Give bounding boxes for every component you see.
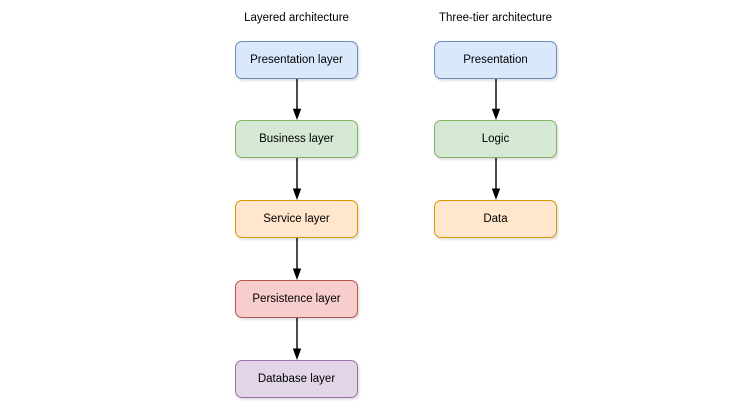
node-service-layer: Service layer: [235, 200, 358, 238]
diagram-layered-architecture: Layered architecture Presentation layer …: [235, 0, 358, 420]
down-arrow-connector: [292, 318, 301, 360]
node-presentation: Presentation: [434, 41, 557, 79]
down-arrow-connector: [491, 158, 500, 200]
down-arrow-connector: [491, 79, 500, 120]
node-logic: Logic: [434, 120, 557, 158]
node-persistence-layer: Persistence layer: [235, 280, 358, 318]
node-data: Data: [434, 200, 557, 238]
node-label: Data: [483, 213, 508, 225]
down-arrow-connector: [292, 238, 301, 280]
node-label: Logic: [481, 133, 510, 145]
node-label: Presentation layer: [250, 54, 343, 66]
node-label: Persistence layer: [252, 293, 341, 305]
node-business-layer: Business layer: [235, 120, 358, 158]
node-label: Service layer: [263, 213, 330, 225]
diagram-three-tier-architecture: Three-tier architecture Presentation Log…: [434, 0, 557, 420]
diagram-title: Layered architecture: [244, 12, 349, 24]
down-arrow-connector: [292, 79, 301, 120]
node-database-layer: Database layer: [235, 360, 358, 398]
diagram-title: Three-tier architecture: [438, 12, 553, 24]
node-label: Database layer: [257, 373, 336, 385]
node-label: Business layer: [259, 133, 334, 145]
node-presentation-layer: Presentation layer: [235, 41, 358, 79]
node-label: Presentation: [463, 54, 528, 66]
down-arrow-connector: [292, 158, 301, 200]
